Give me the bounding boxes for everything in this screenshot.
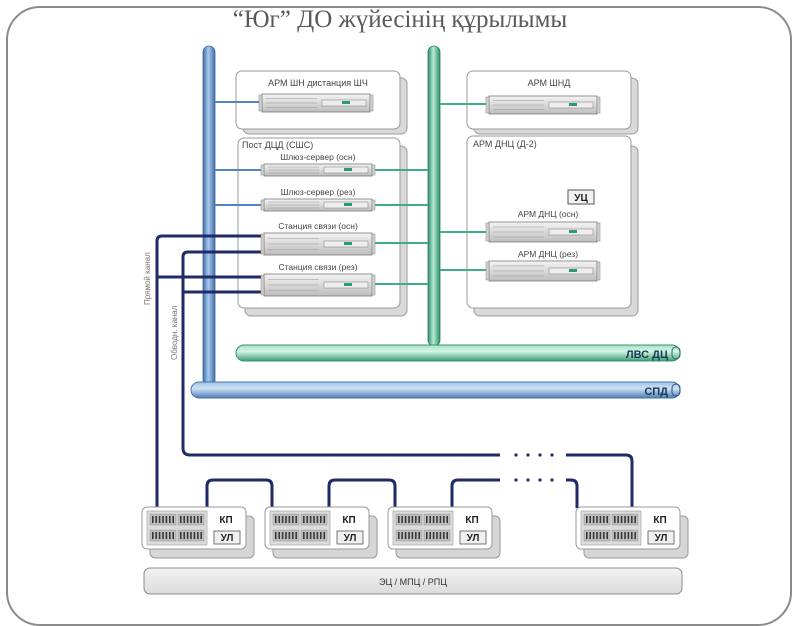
- arm-shnd-label: АРМ ШНД: [528, 78, 571, 88]
- kp-label: КП: [342, 515, 355, 526]
- rack-server-icon: [485, 95, 601, 115]
- ul-label: УЛ: [344, 533, 357, 544]
- ul-label: УЛ: [221, 533, 234, 544]
- post-dcd-label: Пост ДЦД (СШС): [242, 140, 313, 150]
- uc-badge: УЦ: [574, 193, 588, 204]
- spd-vertical-bus: [202, 45, 216, 387]
- interlocking-bar: ЭЦ / МПЦ / РПЦ: [143, 567, 683, 595]
- server-label: Шлюз-сервер (рез): [281, 187, 356, 197]
- rack-server-icon: [260, 198, 376, 212]
- ul-label: УЛ: [655, 533, 668, 544]
- spd-bus: СПД: [190, 381, 681, 399]
- interlocking-label: ЭЦ / МПЦ / РПЦ: [379, 577, 447, 587]
- kp-label: КП: [465, 515, 478, 526]
- rack-server-icon: [260, 163, 376, 177]
- server-label: Станция связи (рез): [278, 262, 357, 272]
- rack-server-icon: [260, 232, 376, 256]
- station-kp: КП УЛ: [141, 506, 255, 559]
- rack-server-icon: [258, 93, 374, 113]
- spd-label: СПД: [644, 386, 668, 398]
- page-title: “Юг” ДО жүйесінің құрылымы: [232, 6, 568, 33]
- server-label: Шлюз-сервер (осн): [280, 152, 355, 162]
- channel-lines: [155, 234, 634, 508]
- lan-vertical-bus: [427, 45, 441, 347]
- ul-label: УЛ: [467, 533, 480, 544]
- arm-dnc-label: АРМ ДНЦ (Д-2): [473, 139, 537, 149]
- server-label: АРМ ДНЦ (осн): [518, 209, 579, 219]
- station-kp: КП УЛ: [264, 506, 378, 559]
- rack-server-icon: [485, 221, 601, 243]
- post-dcd-box: Пост ДЦД (СШС): [237, 137, 408, 317]
- bypass-channel-label: Обводн. канал: [170, 305, 179, 360]
- ellipsis-dots: [514, 453, 554, 482]
- station-kp: КП УЛ: [387, 506, 501, 559]
- direct-channel-label: Прямой канал: [143, 252, 152, 305]
- lan-bus: ЛВС ДЦ: [235, 344, 681, 362]
- lan-links: [372, 103, 489, 285]
- kp-label: КП: [653, 515, 666, 526]
- station-kp: КП УЛ: [575, 506, 689, 559]
- rack-server-icon: [485, 260, 601, 282]
- lan-label: ЛВС ДЦ: [626, 349, 668, 361]
- arm-shn-label: АРМ ШН дистанция ШЧ: [268, 78, 368, 88]
- server-label: АРМ ДНЦ (рез): [518, 249, 578, 259]
- server-label: Станция связи (осн): [278, 221, 358, 231]
- spd-links: [215, 101, 264, 206]
- network-diagram: АРМ ШН дистанция ШЧ Пост ДЦД (СШС) АРМ Ш…: [141, 45, 689, 595]
- rack-server-icon: [260, 273, 376, 297]
- kp-label: КП: [219, 515, 232, 526]
